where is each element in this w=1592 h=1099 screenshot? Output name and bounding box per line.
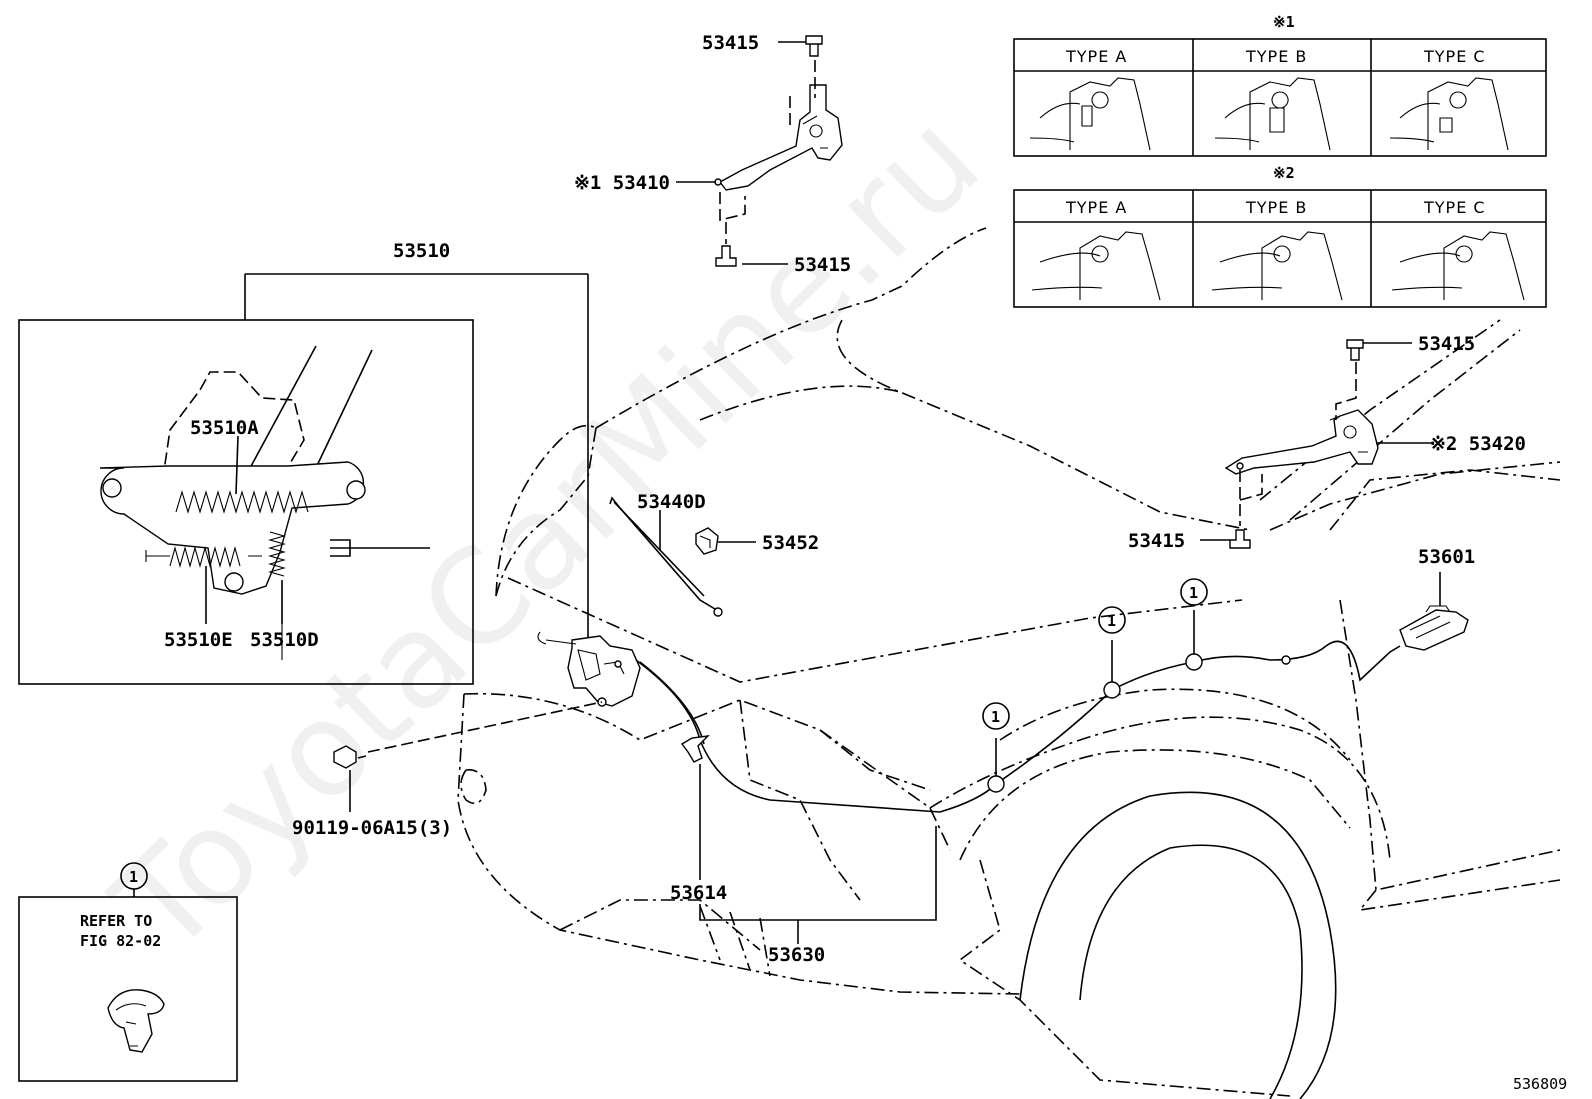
label-53601: 53601 — [1418, 546, 1475, 568]
types2-c: TYPE C — [1423, 198, 1486, 217]
types1-c: TYPE C — [1423, 47, 1486, 66]
support-rod-53440D — [609, 496, 723, 617]
clip-53614 — [680, 735, 710, 763]
hinge-53420 — [1224, 409, 1379, 475]
label-53630: 53630 — [768, 944, 825, 966]
refer-box — [18, 896, 238, 1082]
label-53510A: 53510A — [190, 417, 259, 439]
refer-marker: 1 — [129, 868, 138, 886]
label-90119: 90119-06A15(3) — [292, 817, 452, 839]
hood-lock-detail — [99, 345, 430, 660]
label-53415-right-lower: 53415 — [1128, 530, 1185, 552]
label-53614: 53614 — [670, 882, 727, 904]
label-53510: 53510 — [393, 240, 450, 262]
types2-a: TYPE A — [1065, 198, 1127, 217]
bolt-90119 — [333, 701, 603, 769]
car-body-outline — [457, 227, 1561, 1099]
clamp-marker-2: 1 — [1107, 612, 1116, 630]
hinge-types-2-table: TYPE A TYPE B TYPE C — [1013, 189, 1547, 308]
types2-marker: ※2 — [1273, 164, 1295, 182]
label-53510E: 53510E — [164, 629, 233, 651]
clip-icon — [107, 989, 165, 1053]
clamp-marker-3: 1 — [1189, 584, 1198, 602]
hood-lock-assembly — [537, 631, 641, 707]
types1-marker: ※1 — [1273, 13, 1295, 31]
clamp-marker-1: 1 — [991, 708, 1000, 726]
types1-b: TYPE B — [1245, 47, 1307, 66]
refer-line-2: FIG 82-02 — [80, 932, 161, 950]
label-53415-top: 53415 — [702, 32, 759, 54]
lock-detail-box — [18, 319, 474, 685]
label-53410: ※1 53410 — [574, 172, 670, 194]
clip-53452 — [695, 527, 719, 555]
label-53415-right-top: 53415 — [1418, 333, 1475, 355]
bolt-53415-lower — [715, 222, 737, 267]
label-53440D: 53440D — [637, 491, 706, 513]
figure-number: 536809 — [1513, 1075, 1567, 1093]
bolt-53415-right-top — [1335, 339, 1364, 420]
types1-a: TYPE A — [1065, 47, 1127, 66]
label-53415-lower: 53415 — [794, 254, 851, 276]
release-cable-53630 — [635, 640, 1401, 813]
hinge-types-1-table: TYPE A TYPE B TYPE C — [1013, 38, 1547, 157]
bolt-53415-top — [805, 35, 823, 57]
label-53420: ※2 53420 — [1430, 433, 1526, 455]
bolt-53415-right-lower — [1229, 470, 1263, 549]
clamp-markers: 1 1 1 — [982, 578, 1208, 793]
label-53510D: 53510D — [250, 629, 319, 651]
types2-b: TYPE B — [1245, 198, 1307, 217]
release-lever-53601 — [1399, 605, 1469, 651]
label-53452: 53452 — [762, 532, 819, 554]
refer-line-1: REFER TO — [80, 912, 152, 930]
